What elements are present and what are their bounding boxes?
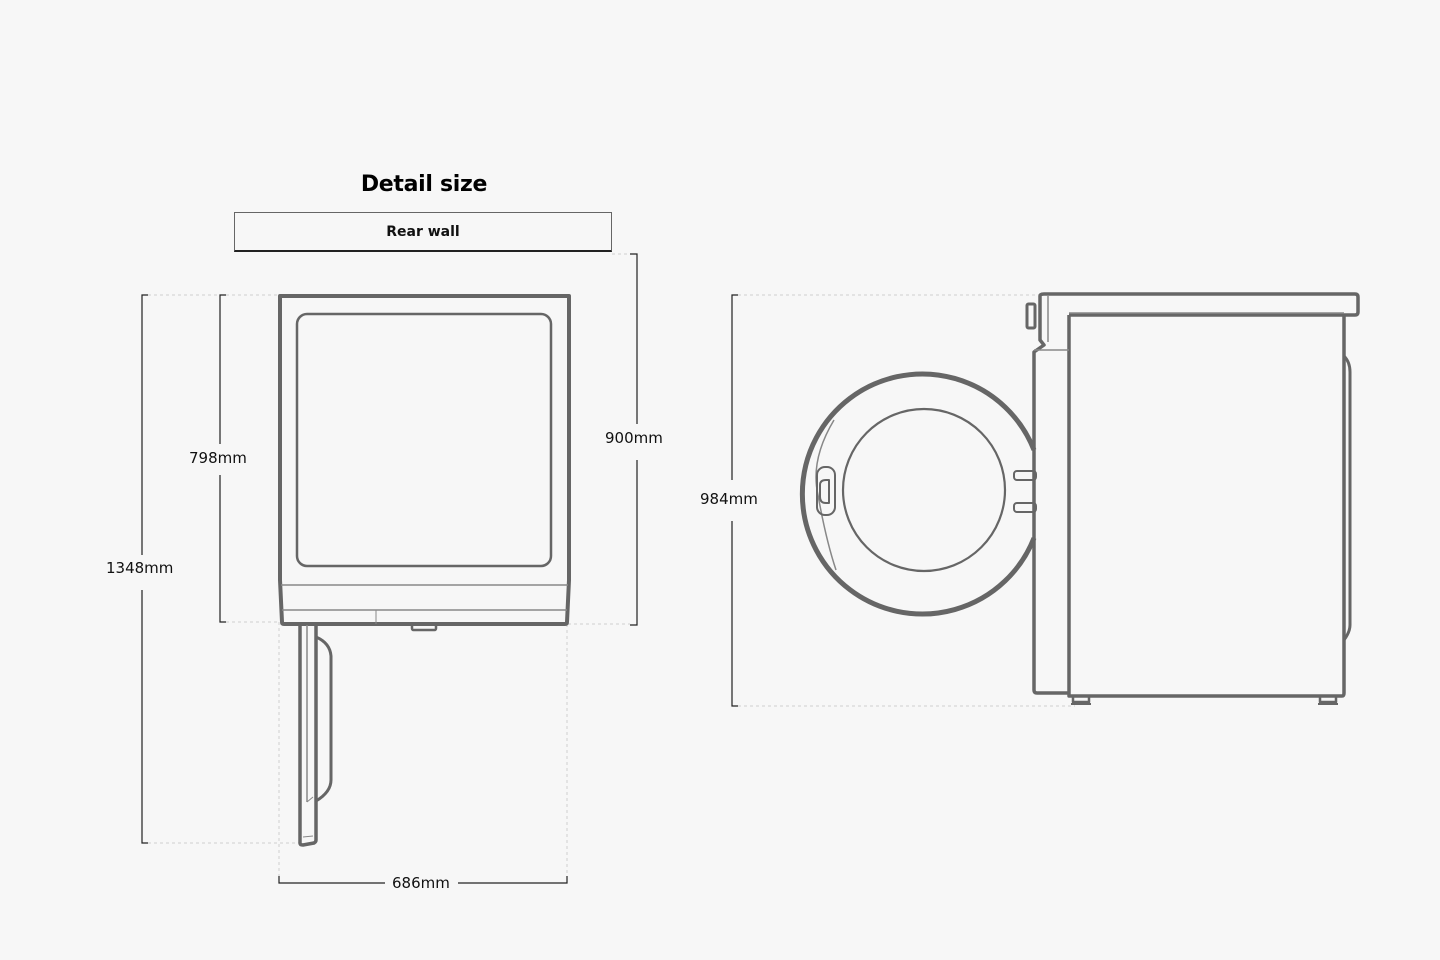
dimension-label-686: 686mm [390, 874, 452, 892]
guide-lines [148, 253, 1075, 876]
rear-wall-box: Rear wall [234, 212, 612, 252]
top-view-washer [278, 294, 571, 847]
dimension-lines [141, 253, 738, 884]
dimension-label-984: 984mm [698, 490, 760, 508]
rear-wall-label: Rear wall [386, 223, 460, 240]
side-view-washer [799, 292, 1360, 705]
dimension-label-900: 900mm [603, 429, 665, 447]
dimension-label-798: 798mm [187, 449, 249, 467]
dimension-label-1348: 1348mm [104, 559, 176, 577]
page-title: Detail size [360, 172, 488, 197]
